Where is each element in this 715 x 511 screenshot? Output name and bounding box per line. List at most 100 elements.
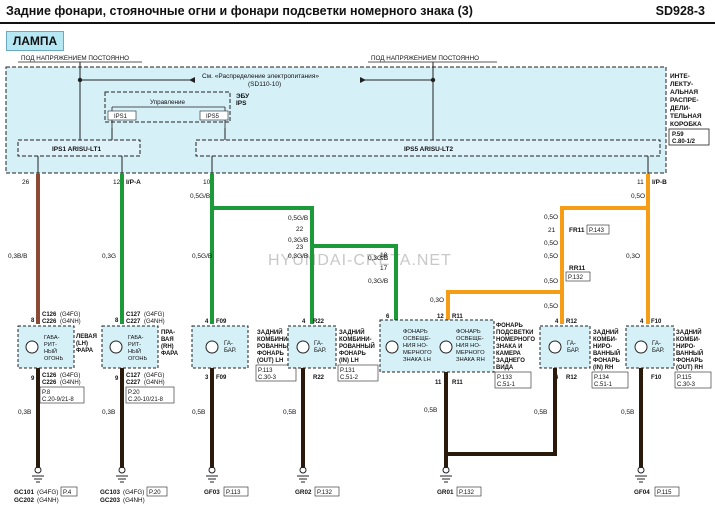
svg-text:ОСВЕЩЕ-: ОСВЕЩЕ- bbox=[403, 336, 431, 342]
wire-green-b bbox=[210, 174, 314, 324]
power-label-right: ПОД НАПРЯЖЕНИЕМ ПОСТОЯННО bbox=[371, 55, 479, 62]
svg-text:ГА-: ГА- bbox=[314, 341, 323, 347]
wire-label-5: 0,5G/B bbox=[192, 253, 212, 260]
conn-r22-top: R22 bbox=[313, 319, 325, 325]
conn-r11-bot: R11 bbox=[452, 380, 463, 386]
wire-label-2: 0,3G bbox=[102, 253, 116, 260]
pin-8-b: 8 bbox=[115, 318, 119, 324]
box-name-1: ИНТЕ- bbox=[670, 73, 690, 80]
conn-c227-bot: C227 bbox=[126, 380, 141, 386]
ground-symbol-6 bbox=[635, 466, 647, 483]
lamp-6: ФОНАРЬ ОСВЕЩЕ- НИЯ НО- МЕРНОГО ЗНАКА RH … bbox=[439, 323, 535, 389]
conn-c227-top: C227 bbox=[126, 319, 141, 325]
svg-text:ВИДА: ВИДА bbox=[496, 365, 514, 371]
svg-text:ФОНАРЬ: ФОНАРЬ bbox=[593, 358, 620, 364]
wire-label-7: 0,3G/B bbox=[288, 253, 308, 260]
ground-gr01: GR01 bbox=[437, 489, 454, 496]
svg-text:ЗАДНИЙ: ЗАДНИЙ bbox=[593, 328, 619, 336]
svg-text:ЗАДНИЙ: ЗАДНИЙ bbox=[257, 328, 283, 336]
pin-8-a: 8 bbox=[31, 318, 35, 324]
pin-10: 10 bbox=[203, 179, 211, 186]
ground-gc202: GC202 bbox=[14, 497, 34, 504]
svg-text:ЗАДНИЙ: ЗАДНИЙ bbox=[339, 328, 365, 336]
svg-text:ВАННЫЙ: ВАННЫЙ bbox=[676, 349, 703, 357]
svg-text:ГА-: ГА- bbox=[652, 341, 661, 347]
ips1-label: IPS1 bbox=[114, 114, 128, 120]
power-ref-2: (SD110-10) bbox=[248, 81, 281, 88]
ground-gc103-b: (G4FG) bbox=[123, 489, 144, 496]
svg-text:ФОНАРЬ: ФОНАРЬ bbox=[339, 351, 366, 357]
page-title: Задние фонари, стояночные огни и фонари … bbox=[6, 4, 473, 18]
svg-text:(RH): (RH) bbox=[161, 344, 174, 350]
section-label: ЛАМПА bbox=[6, 31, 64, 51]
conn-c126-bot-b: (G4FG) bbox=[60, 373, 80, 379]
wire-label-9: 0,3G/B bbox=[368, 278, 388, 285]
svg-text:(OUT) RH: (OUT) RH bbox=[676, 365, 703, 371]
lamp-2-ref1: P.20 bbox=[128, 390, 140, 396]
pin-23: 23 bbox=[296, 244, 304, 251]
ground-gr02: GR02 bbox=[295, 489, 312, 496]
svg-text:ФОНАРЬ: ФОНАРЬ bbox=[676, 358, 703, 364]
svg-text:РИТ-: РИТ- bbox=[128, 342, 141, 348]
joint-rr11-ref: P.132 bbox=[568, 275, 584, 281]
conn-f10-bot: F10 bbox=[651, 375, 662, 381]
lamp-2-ref2: C.20-10/21-8 bbox=[128, 397, 164, 403]
diagram-code: SD928-3 bbox=[655, 4, 705, 18]
ground-symbol-1 bbox=[32, 466, 44, 483]
power-label-left: ПОД НАПРЯЖЕНИЕМ ПОСТОЯННО bbox=[21, 55, 129, 62]
svg-text:(IN) RH: (IN) RH bbox=[593, 365, 613, 371]
svg-text:БАР.: БАР. bbox=[314, 348, 327, 354]
lamp-1-ref1: P.8 bbox=[42, 390, 51, 396]
pin-4-b: 4 bbox=[302, 319, 306, 325]
pin-26: 26 bbox=[22, 179, 30, 186]
svg-text:НЫЙ: НЫЙ bbox=[44, 347, 57, 355]
conn-c127-top-b: (G4FG) bbox=[144, 312, 164, 318]
svg-text:P.113: P.113 bbox=[258, 368, 273, 374]
box-ref-2: C.80-1/2 bbox=[672, 139, 696, 145]
svg-text:ЗАДНИЙ: ЗАДНИЙ bbox=[676, 328, 702, 336]
svg-text:ФАРА: ФАРА bbox=[76, 348, 94, 354]
svg-text:ЛЕВАЯ: ЛЕВАЯ bbox=[76, 334, 97, 340]
ground-gr02-ref: P.132 bbox=[317, 490, 333, 496]
ground-gf04-ref: P.115 bbox=[657, 490, 672, 496]
pin-ipa: I/P-A bbox=[126, 179, 141, 186]
box-name-4: РАСПРЕ- bbox=[670, 97, 699, 104]
svg-text:ФОНАРЬ: ФОНАРЬ bbox=[257, 351, 284, 357]
lamp-7: ГА- БАР. ЗАДНИЙ КОМБИ- НИРО- ВАННЫЙ ФОНА… bbox=[539, 325, 629, 389]
pin-12: 12 bbox=[113, 179, 121, 186]
svg-text:ОГОНЬ: ОГОНЬ bbox=[44, 356, 63, 362]
ground-gc202-b: (G4NH) bbox=[37, 497, 59, 504]
header-bar: Задние фонари, стояночные огни и фонари … bbox=[0, 0, 715, 22]
svg-text:ФОНАРЬ: ФОНАРЬ bbox=[403, 329, 428, 335]
svg-text:C.51-2: C.51-2 bbox=[340, 375, 359, 381]
joint-rr11: RR11 bbox=[569, 265, 586, 272]
header-rule bbox=[0, 22, 715, 24]
conn-c226-top: C226 bbox=[42, 319, 57, 325]
svg-text:(OUT) LH: (OUT) LH bbox=[257, 358, 283, 364]
conn-c227-bot-b: (G4NH) bbox=[144, 380, 165, 386]
ground-gf04: GF04 bbox=[634, 489, 650, 496]
pin-11-b: 11 bbox=[435, 380, 442, 386]
svg-text:C.51-1: C.51-1 bbox=[497, 382, 516, 388]
svg-text:НИРО-: НИРО- bbox=[593, 344, 612, 350]
ground-label-5: 0,5B bbox=[424, 407, 437, 414]
ground-label-3: 0,5B bbox=[192, 409, 205, 416]
svg-text:P.115: P.115 bbox=[677, 375, 692, 381]
joint-fr11-ref: P.143 bbox=[589, 228, 605, 234]
wire-label-10: 0,5O bbox=[631, 193, 645, 200]
ground-label-7: 0,5B bbox=[621, 409, 634, 416]
ground-gc203-b: (G4NH) bbox=[123, 497, 145, 504]
svg-text:БАР.: БАР. bbox=[224, 348, 237, 354]
pin-17: 17 bbox=[380, 265, 388, 272]
pin-9-b: 9 bbox=[115, 376, 119, 382]
lamp-1: ГАБА- РИТ- НЫЙ ОГОНЬ ЛЕВАЯ (LH) ФАРА bbox=[17, 325, 97, 369]
lamp-8: ГА- БАР. ЗАДНИЙ КОМБИ- НИРО- ВАННЫЙ ФОНА… bbox=[625, 325, 712, 389]
svg-text:НЫЙ: НЫЙ bbox=[128, 347, 141, 355]
wire-orange-c bbox=[446, 290, 562, 324]
power-ref-1: См. «Распределение электропитания» bbox=[202, 73, 319, 80]
pin-18: 18 bbox=[380, 252, 388, 259]
ips1-output-text: IPS1 ARISU-LT1 bbox=[52, 146, 102, 153]
ground-symbol-2 bbox=[116, 466, 128, 483]
svg-text:НИРО-: НИРО- bbox=[676, 344, 695, 350]
